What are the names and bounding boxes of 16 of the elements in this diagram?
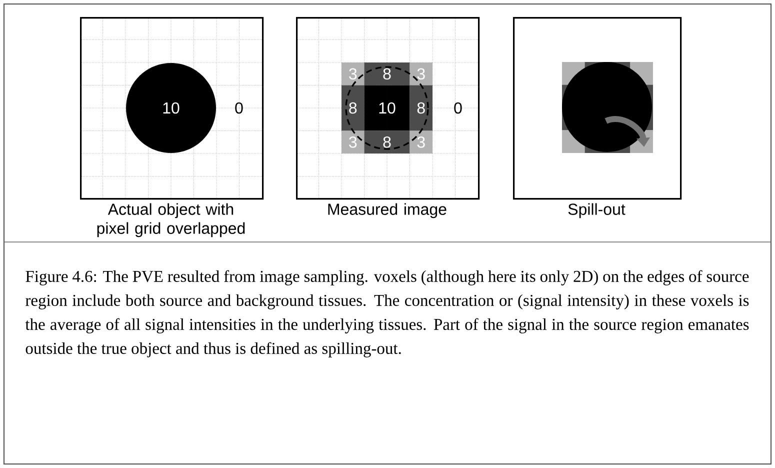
pixel-value: 8: [349, 102, 357, 114]
panel-caption: Measured image: [328, 203, 446, 218]
pixel-value: 8: [383, 68, 391, 80]
pixel-value: 10: [163, 102, 180, 114]
panel-caption: Spill-out: [568, 203, 626, 218]
pixel-value: 3: [417, 136, 425, 148]
pixel-value: 3: [417, 68, 425, 80]
figure-caption: Figure 4.6: The PVE resulted from image sampling. voxels (although here its only 2D) on the edges of source region include both source and background tissues. The concentration or (signal intensity) in these voxels is the average of all signal intensities in the underlying tissues. Part of the signal in the source region emanates outside the true object and thus is defined as spilling-out.: [25, 270, 749, 358]
pixel-value: 3: [349, 68, 357, 80]
pixel-value: 0: [454, 102, 462, 114]
pixel-value: 8: [417, 102, 425, 114]
pixel-value: 10: [379, 102, 396, 114]
pixel-value: 8: [383, 136, 391, 148]
pixel-value: 3: [349, 136, 357, 148]
pixel-value: 0: [235, 102, 243, 114]
panel-caption: Actual object with pixel grid overlapped: [97, 203, 245, 238]
